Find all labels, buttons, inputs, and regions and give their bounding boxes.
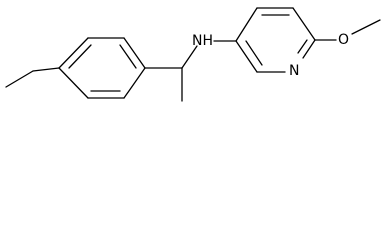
bond-pyridine-6	[235, 40, 258, 73]
bond-pyridine-3	[292, 7, 316, 41]
pyridine-ring	[235, 7, 316, 73]
pyridine-nitrogen: N	[289, 63, 299, 79]
bond-benzene-double-2	[119, 44, 137, 69]
bond-pyridine-1	[235, 7, 258, 42]
bond-ch-to-nh	[181, 45, 198, 69]
methoxy-o-label: O	[338, 32, 349, 48]
amine-nh: NH	[192, 33, 213, 49]
amine-nh-label: NH	[192, 33, 213, 49]
methoxy-group: O	[314, 19, 381, 48]
ethyl-group	[5, 67, 60, 88]
bond-pyridine-4	[302, 39, 316, 59]
bond-benzene-4	[123, 67, 146, 99]
bond-pyridine-double-2	[297, 39, 308, 54]
bond-ethyl-ch3	[5, 70, 34, 88]
bond-benzene-1	[58, 37, 89, 69]
bond-benzene-6	[58, 67, 89, 99]
benzene-ring	[58, 37, 146, 99]
pyridine-n-label: N	[289, 63, 299, 79]
chemical-structure: NH N O	[5, 7, 381, 102]
bond-ethyl-ch2	[32, 67, 60, 72]
bond-pyridine-double-3	[245, 40, 263, 66]
bond-oxygen-to-methyl	[351, 19, 381, 35]
bond-benzene-double-1	[68, 44, 92, 69]
ethylidene-linker	[144, 45, 198, 102]
bond-benzene-3	[123, 37, 146, 69]
